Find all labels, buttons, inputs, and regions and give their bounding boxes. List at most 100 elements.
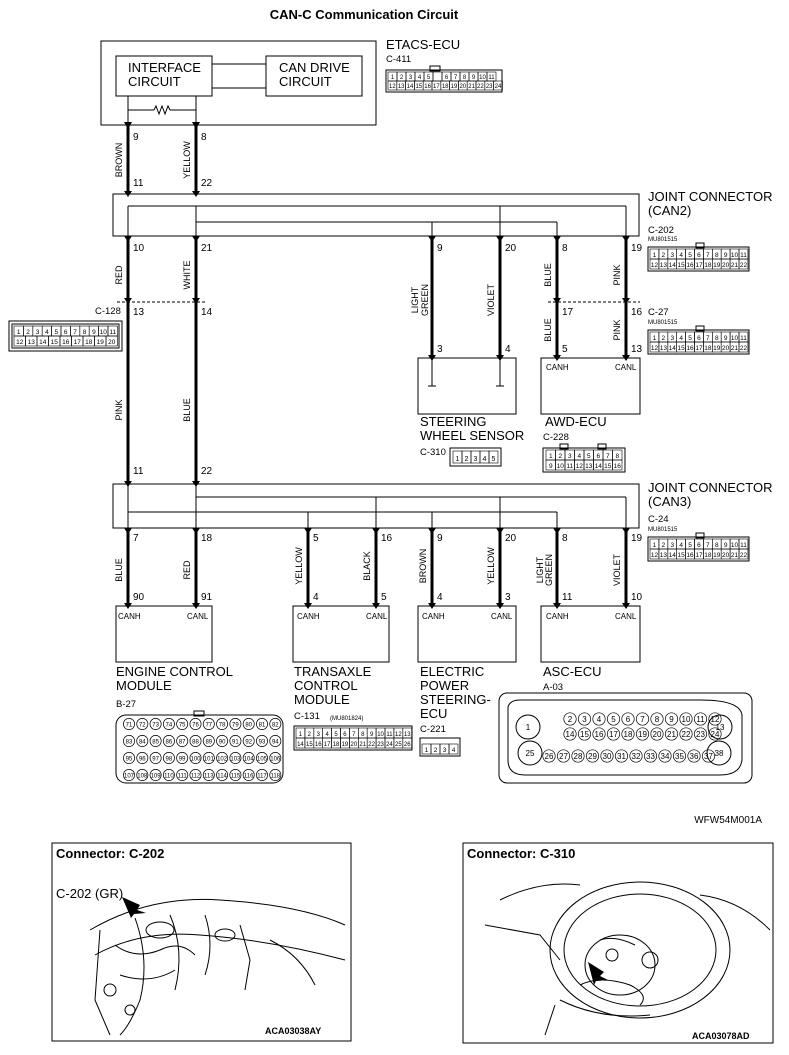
connector-cell-number: 1 (299, 732, 303, 738)
connector-pin-number: 83 (126, 740, 133, 746)
connector-pin (162, 718, 175, 730)
connector-pin-number: 30 (603, 752, 612, 761)
connector-cell-number: 14 (669, 345, 677, 352)
connector-pin-number: 79 (232, 723, 239, 729)
connector-pin-number: 112 (191, 774, 201, 780)
connector-pin-number: 32 (632, 752, 641, 761)
svg-text:B-27: B-27 (116, 699, 136, 710)
connector-cell-number: 14 (595, 463, 603, 470)
svg-text:VIOLET: VIOLET (612, 553, 622, 586)
c128-pin-13: 13 (133, 307, 145, 318)
photo-c310-title: Connector: C-310 (467, 846, 575, 861)
svg-text:CANL: CANL (366, 612, 388, 621)
connector-cell (612, 459, 623, 471)
svg-text:16: 16 (381, 533, 393, 544)
connector-cell-number: 1 (653, 335, 657, 342)
connector-cell-number: 11 (109, 329, 116, 336)
connector-pin (643, 749, 658, 763)
can3-part-number: MU801515 (648, 527, 678, 533)
connector-pin (216, 735, 229, 747)
steering-wheel-photo-icon (484, 881, 771, 1036)
connector-cell-number: 20 (108, 339, 116, 346)
connector-pin-number: 37 (704, 752, 713, 761)
connector-pin-number: 35 (675, 752, 684, 761)
can2-connector-id: C-202 (648, 225, 674, 236)
connector-pin (242, 718, 255, 730)
connector-pin (242, 769, 255, 781)
connector-cell-number: 8 (715, 252, 719, 259)
connector-cell-number: 18 (333, 742, 340, 748)
connector-cell-number: 9 (370, 732, 374, 738)
connector-cell (738, 341, 749, 353)
connector-cell (493, 80, 503, 91)
connector-cell-number: 13 (660, 345, 668, 352)
connector-cell-number: 4 (679, 335, 683, 342)
connector-pin (635, 727, 650, 741)
svg-text:CANL: CANL (187, 612, 209, 621)
connector-cell-number: 3 (443, 747, 447, 754)
connector-cell-number: 3 (317, 732, 321, 738)
connector-cell-number: 3 (36, 329, 40, 336)
connector-cell-number: 9 (724, 252, 728, 259)
connector-pin-number: 21 (667, 730, 676, 739)
photo-c202-code: ACA03038AY (265, 1026, 321, 1036)
connector-cell-number: 10 (731, 252, 739, 259)
connector-pin-number: 106 (270, 757, 281, 763)
connector-pin-number: 23 (696, 730, 705, 739)
connector-pin-number: 97 (152, 757, 159, 763)
connector-cell-number: 16 (686, 345, 694, 352)
connector-cell-number: 10 (731, 335, 739, 342)
connector-pin-number: 28 (574, 752, 583, 761)
svg-text:POWER: POWER (420, 678, 469, 693)
svg-text:91: 91 (201, 592, 213, 603)
connector-pin (269, 769, 282, 781)
connector-pin (556, 749, 571, 763)
connector-cell-number: 11 (740, 335, 747, 342)
connector-cell-number: 8 (83, 329, 87, 336)
svg-text:MODULE: MODULE (294, 692, 350, 707)
svg-text:CANL: CANL (491, 612, 513, 621)
connector-pin-number: 108 (137, 774, 148, 780)
connector-cell-number: 4 (452, 747, 456, 754)
connector-cell-number: 1 (456, 456, 460, 463)
connector-pin-number: 4 (597, 715, 602, 724)
connector-cell-number: 4 (483, 456, 487, 463)
connector-pin (256, 752, 268, 764)
photo-c310-code: ACA03078AD (692, 1031, 750, 1041)
connector-cell-number: 17 (695, 345, 703, 352)
connector-pin (229, 718, 242, 730)
connector-cell-number: 10 (731, 542, 739, 549)
svg-text:RED: RED (182, 560, 192, 580)
connector-pin (136, 735, 149, 747)
connector-cell-number: 7 (606, 453, 610, 460)
connector-cell-number: 10 (100, 329, 108, 336)
connector-cell-number: 15 (415, 84, 422, 90)
connector-pin (650, 712, 664, 726)
connector-cell-number: 6 (445, 75, 449, 81)
connector-pin (563, 727, 577, 741)
connector-cell-number: 21 (468, 84, 475, 90)
connector-pin-number: 100 (190, 757, 201, 763)
etacs-ecu: INTERFACE CIRCUIT CAN DRIVE CIRCUIT ETAC… (100, 37, 503, 126)
connector-cell-number: 14 (669, 552, 677, 559)
connector-pin-number: 8 (655, 715, 660, 724)
svg-text:4: 4 (313, 592, 319, 603)
connector-cell-number: 18 (85, 339, 93, 346)
steering-pin-3: 3 (437, 344, 443, 355)
connector-cell-number: 14 (297, 742, 304, 748)
c27-pin-17: 17 (562, 307, 574, 318)
connector-pin (256, 718, 268, 730)
connector-cell-number: 14 (669, 262, 677, 269)
connector-pin-number: 81 (259, 723, 266, 729)
connector-pin-number: 114 (217, 774, 227, 780)
svg-text:20: 20 (505, 243, 517, 254)
connector-cell-number: 20 (459, 84, 466, 90)
connector-pin (149, 735, 162, 747)
connector-pin (149, 769, 162, 781)
svg-text:7: 7 (133, 533, 139, 544)
svg-text:19: 19 (631, 243, 643, 254)
connector-pin-number: 18 (624, 730, 633, 739)
connector-pin-number: 87 (179, 740, 186, 746)
connector-cell-number: 6 (596, 453, 600, 460)
